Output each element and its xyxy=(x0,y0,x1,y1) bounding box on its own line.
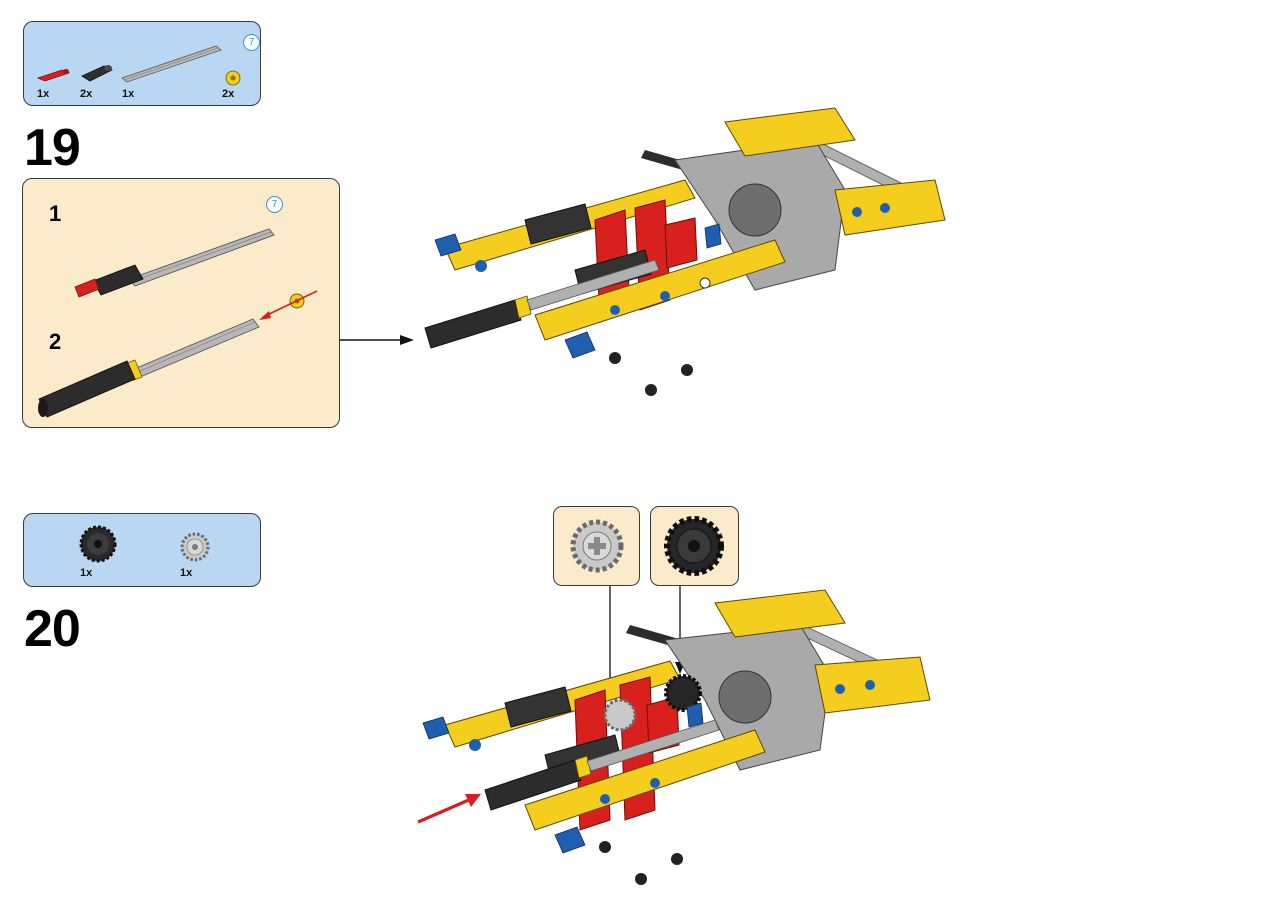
step-number-19: 19 xyxy=(24,119,81,177)
part-qty: 1x xyxy=(122,88,135,100)
insert-direction-arrow xyxy=(417,794,481,824)
axle-length-badge: 7 xyxy=(243,34,260,51)
black-gear-icon xyxy=(664,516,724,576)
subassembly-arrow xyxy=(340,335,414,345)
part-qty: 1x xyxy=(180,567,193,579)
grey-gear-icon xyxy=(570,519,624,573)
red-pin-icon xyxy=(36,69,71,82)
substep1-axle-assembly xyxy=(74,228,275,298)
substep-number-2: 2 xyxy=(49,329,62,354)
black-gear-callout xyxy=(650,506,739,586)
part-qty: 1x xyxy=(80,567,93,579)
substep-number-1: 1 xyxy=(49,201,62,226)
black-bush-icon xyxy=(81,65,113,82)
part-qty: 2x xyxy=(80,88,93,100)
grey-gear-icon xyxy=(180,532,210,562)
axle-length-badge: 7 xyxy=(266,196,283,213)
part-qty: 1x xyxy=(37,88,50,100)
step19-parts-panel: 7 1x 2x 1x 2x xyxy=(23,21,261,106)
grey-axle-icon xyxy=(121,45,222,83)
yellow-half-bush-icon xyxy=(225,70,241,86)
step20-model-image xyxy=(422,589,931,885)
grey-gear-callout xyxy=(553,506,640,586)
step19-subassembly-panel: 7 1 2 xyxy=(22,178,340,428)
step19-model-image xyxy=(424,107,946,396)
substep2-axle-assembly xyxy=(38,290,318,418)
black-gear-icon xyxy=(79,525,117,563)
part-qty: 2x xyxy=(222,88,235,100)
step20-parts-panel: 1x 1x xyxy=(23,513,261,587)
step-number-20: 20 xyxy=(24,600,81,658)
